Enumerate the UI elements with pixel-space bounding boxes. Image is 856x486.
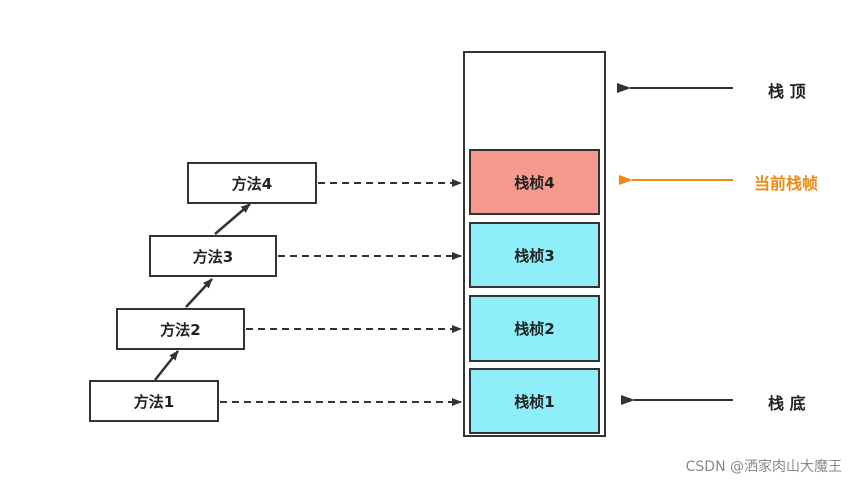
method-box-1: 方法1 [89, 380, 219, 422]
method-label: 方法2 [160, 320, 201, 339]
stack-frame-2: 栈桢2 [469, 295, 600, 362]
call-arrow-1-to-2 [154, 350, 179, 381]
method-box-4: 方法4 [187, 162, 317, 204]
frame-label: 栈桢2 [514, 320, 555, 338]
method-label: 方法1 [133, 392, 175, 411]
stack-top-label: 栈 顶 [768, 82, 806, 101]
method-label: 方法3 [192, 247, 234, 266]
current-frame-label: 当前栈帧 [754, 174, 819, 193]
frame-label: 栈桢1 [514, 392, 555, 411]
stack-bottom-label: 栈 底 [768, 394, 806, 413]
frame-label: 栈桢3 [514, 246, 555, 265]
method-box-2: 方法2 [116, 308, 245, 350]
stack-frame-3: 栈桢3 [469, 222, 600, 288]
call-arrow-2-to-3 [185, 278, 213, 308]
method-box-3: 方法3 [149, 235, 277, 277]
frame-label: 栈桢4 [514, 173, 555, 192]
method-label: 方法4 [231, 174, 273, 193]
stack-frame-1: 栈桢1 [469, 368, 600, 434]
watermark: CSDN @洒家肉山大魔王 [685, 459, 842, 475]
stack-frame-4: 栈桢4 [469, 149, 600, 215]
call-arrow-3-to-4 [214, 203, 251, 235]
